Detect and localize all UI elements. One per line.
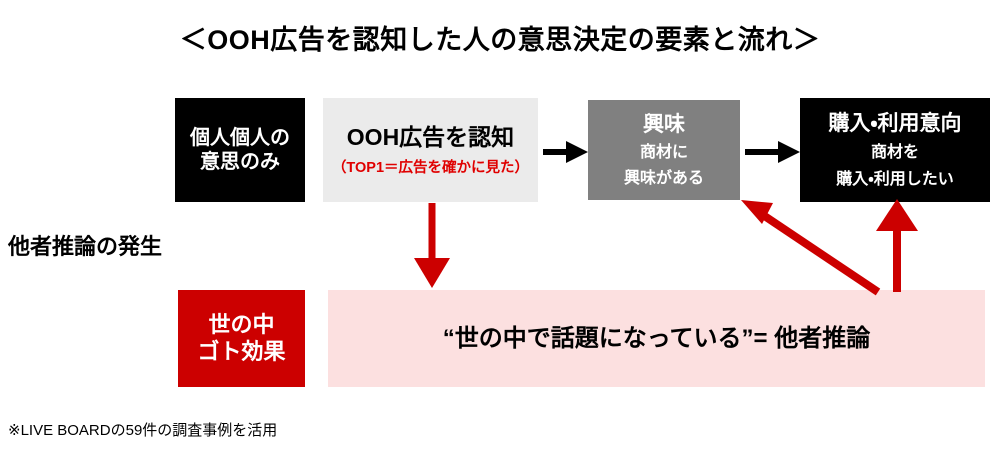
flow-box-interest-line2: 興味がある xyxy=(623,169,704,187)
flow-box-buzz: “世の中で話題になっている”= 他者推論 xyxy=(328,290,985,387)
flow-box-interest: 興味 商材に 興味がある xyxy=(588,100,740,200)
flow-box-individual-line1: 個人個人の xyxy=(190,126,290,149)
arrow-buzz-to-interest-icon xyxy=(741,200,881,296)
arrow-buzz-to-intent-icon xyxy=(876,199,918,292)
flow-box-yononaka-goto: 世の中 ゴト効果 xyxy=(178,290,305,387)
flow-box-intent: 購入・利用意向 商材を 購入・利用したい xyxy=(800,98,990,202)
flow-box-yononaka-line2: ゴト効果 xyxy=(197,338,286,364)
arrow-awareness-to-interest-icon xyxy=(543,141,588,163)
section-label-inference: 他者推論の発生 xyxy=(8,234,163,259)
flow-box-awareness-heading: OOH広告を認知 xyxy=(346,123,515,150)
flow-box-yononaka-line1: 世の中 xyxy=(208,311,275,337)
arrow-interest-to-intent-icon xyxy=(745,141,800,163)
flow-box-buzz-text: “世の中で話題になっている”= 他者推論 xyxy=(442,324,871,352)
flow-box-individual-line2: 意思のみ xyxy=(200,151,280,173)
arrow-awareness-to-buzz-icon xyxy=(414,203,450,288)
flow-box-interest-line1: 商材に xyxy=(639,144,688,162)
flow-box-intent-line1: 商材を xyxy=(870,144,919,162)
flow-box-awareness-note: （TOP1＝広告を確かに見た） xyxy=(331,159,530,176)
flow-box-individual: 個人個人の 意思のみ xyxy=(175,98,305,202)
page-title: ＜OOH広告を認知した人の意思決定の要素と流れ＞ xyxy=(179,25,821,55)
flow-box-intent-heading: 購入・利用意向 xyxy=(828,111,962,135)
flow-box-awareness: OOH広告を認知 （TOP1＝広告を確かに見た） xyxy=(323,98,538,202)
flow-box-interest-heading: 興味 xyxy=(643,112,685,136)
footnote: ※LIVE BOARDの59件の調査事例を活用 xyxy=(8,422,278,439)
flow-box-intent-line2: 購入・利用したい xyxy=(836,170,954,188)
